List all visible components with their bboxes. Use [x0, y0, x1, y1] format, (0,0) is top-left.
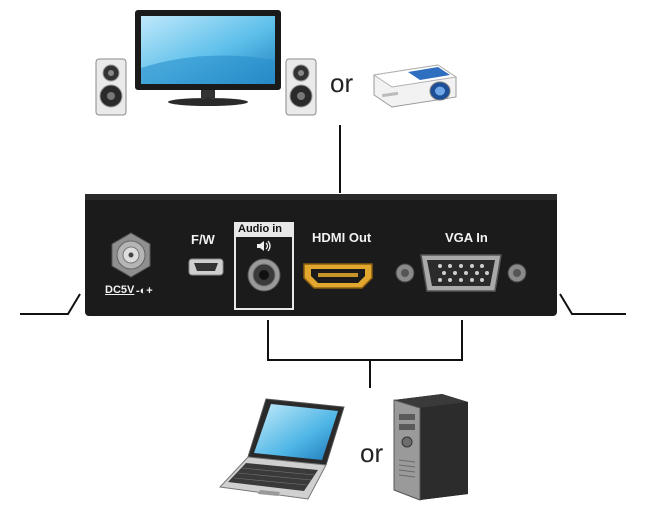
top-connection-line — [339, 125, 341, 193]
device-rear-panel: DC5V -◐+ F/W Audio in HDMI Out VGA In — [0, 190, 650, 320]
right-speaker-icon — [285, 58, 317, 116]
audio-in-label: Audio in — [238, 223, 282, 235]
vga-label: VGA In — [445, 230, 488, 245]
hdmi-label: HDMI Out — [312, 230, 372, 245]
left-speaker-icon — [95, 58, 127, 116]
mounting-flanges — [20, 194, 626, 316]
hdmi-port-icon — [303, 263, 373, 289]
bottom-connection-lines — [267, 320, 463, 388]
vga-port-icon — [395, 254, 527, 292]
audio-jack-icon — [247, 258, 281, 292]
dc-polarity-symbol: -◐+ — [136, 285, 153, 297]
projector-icon — [372, 64, 458, 108]
fw-usb-port-icon — [188, 258, 224, 276]
dc-label: DC5V — [105, 284, 135, 296]
laptop-icon — [218, 398, 345, 500]
dc-power-jack-icon — [111, 232, 151, 278]
tv-with-speakers — [95, 8, 320, 118]
tv-icon — [135, 10, 281, 106]
bottom-or-label: or — [360, 438, 384, 468]
fw-label: F/W — [191, 232, 215, 247]
desktop-tower-icon — [393, 394, 468, 501]
speaker-icon — [257, 240, 271, 252]
audio-in-frame — [234, 222, 294, 310]
top-or-label: or — [330, 68, 354, 98]
